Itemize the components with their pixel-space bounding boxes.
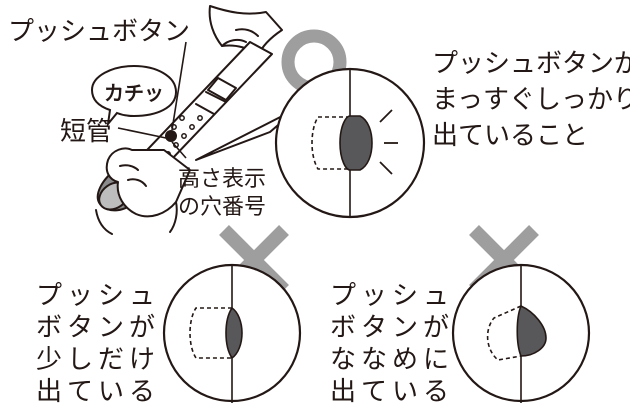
wrong-little-caption-line1: プッシュ xyxy=(36,281,160,311)
correct-detail-circle xyxy=(195,67,426,219)
wrong-slant-push-button xyxy=(516,304,547,357)
wrong-little-caption-line2: ボタンが xyxy=(36,313,160,343)
correct-push-button xyxy=(339,115,373,171)
wrong-slant-detail-circle xyxy=(451,263,591,403)
leader-lines xyxy=(117,41,187,159)
short-tube-label: 短管 xyxy=(60,117,112,147)
push-button-dot xyxy=(165,130,177,142)
push-button-label: プッシュボタン xyxy=(8,17,190,47)
click-sound-bubble: カチッ xyxy=(90,64,178,128)
correct-caption-line3: 出ていること xyxy=(432,121,588,151)
wrong-slant-caption-line3: ななめに xyxy=(330,345,454,375)
wrong-little-push-button xyxy=(225,306,243,360)
correct-caption-line2: まっすぐしっかり xyxy=(432,85,630,115)
height-hole-label-line1: 高さ表示 xyxy=(178,167,266,192)
wrong-slant-caption-line2: ボタンが xyxy=(330,313,454,343)
pole-illustration xyxy=(95,5,283,235)
wrong-slant-caption-line4: 出ている xyxy=(330,377,454,403)
height-hole-label-line2: の穴番号 xyxy=(178,195,266,220)
wrong-little-detail-circle xyxy=(162,263,302,403)
correct-caption-line1: プッシュボタンが xyxy=(432,49,630,79)
click-sound-text: カチッ xyxy=(104,81,164,105)
wrong-slant-caption-line1: プッシュ xyxy=(330,281,454,311)
wrong-little-caption-line4: 出ている xyxy=(36,377,160,403)
wrong-little-caption-line3: 少しだけ xyxy=(36,345,160,375)
